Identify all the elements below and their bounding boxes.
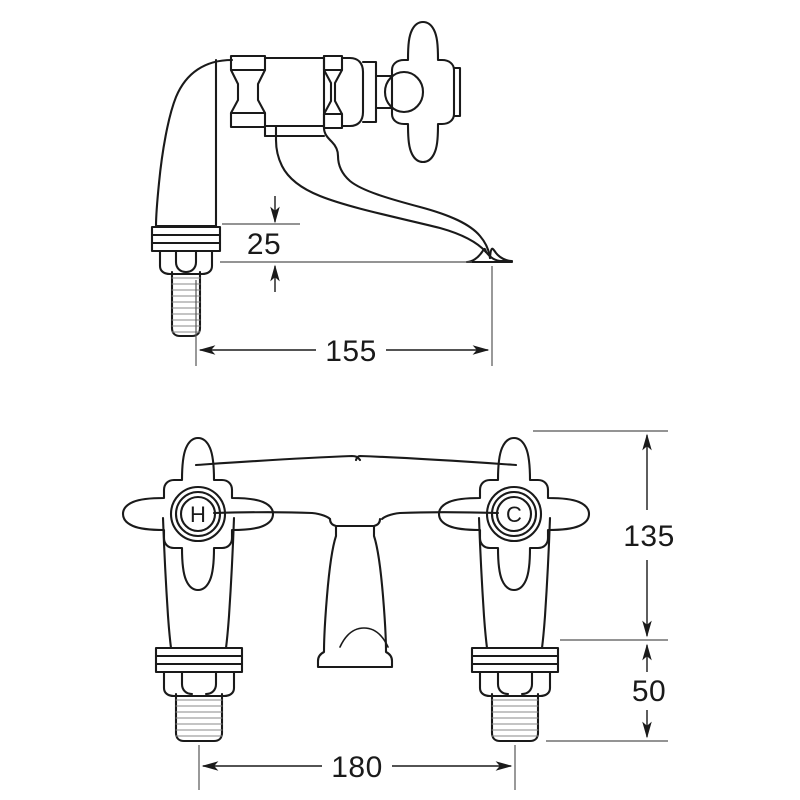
- valve-barrel: [263, 54, 326, 130]
- tap-body-riser: [154, 58, 234, 228]
- side-elevation-view: [150, 20, 514, 338]
- hot-washer-stack: [154, 646, 244, 674]
- back-nut-side: [158, 249, 214, 276]
- hex-nut-left: [229, 54, 267, 129]
- thread-hatching-front: [175, 699, 539, 737]
- dim-label-tail-length: 50: [632, 675, 666, 708]
- cold-cross-handle: [437, 436, 591, 592]
- centre-spout-column: [316, 517, 394, 669]
- barrel-collar: [322, 54, 344, 130]
- hot-handle-marking: H: [190, 502, 206, 527]
- hot-tap-assembly: [121, 436, 275, 743]
- cold-washer-stack: [470, 646, 560, 674]
- spindle-shaft: [374, 74, 394, 110]
- dim-label-overall-height: 135: [623, 520, 675, 553]
- dim-label-spout-height: 25: [247, 228, 281, 261]
- spout-junction: [263, 124, 340, 158]
- spout-lower-outline: [336, 154, 492, 260]
- cold-tap-assembly: [437, 436, 591, 743]
- headwork-housing: [340, 56, 378, 128]
- mounting-washer-stack-side: [150, 225, 222, 253]
- hot-back-nut: [162, 670, 236, 698]
- cold-back-nut: [478, 670, 552, 698]
- hot-cross-handle: [121, 436, 275, 592]
- dimension-layer: [195, 196, 668, 790]
- cold-handle-marking: C: [506, 502, 522, 527]
- spout-outlet: [465, 247, 514, 264]
- dim-155-extension-lines: [195, 266, 493, 366]
- spout-upper-outline: [274, 138, 488, 254]
- front-elevation-view: [121, 436, 591, 743]
- dim-label-centre-spacing: 180: [331, 751, 383, 784]
- cross-handle-side: [383, 20, 462, 164]
- dim-25-extension-lines: [220, 223, 472, 263]
- dim-label-spout-reach: 155: [325, 335, 377, 368]
- spout-bridge-right: [354, 454, 518, 521]
- dim-vertical-extension-lines: [533, 430, 668, 742]
- threaded-tail-side: [170, 270, 202, 338]
- thread-hatching-side: [171, 277, 201, 333]
- dim-180-extension-lines: [198, 745, 516, 790]
